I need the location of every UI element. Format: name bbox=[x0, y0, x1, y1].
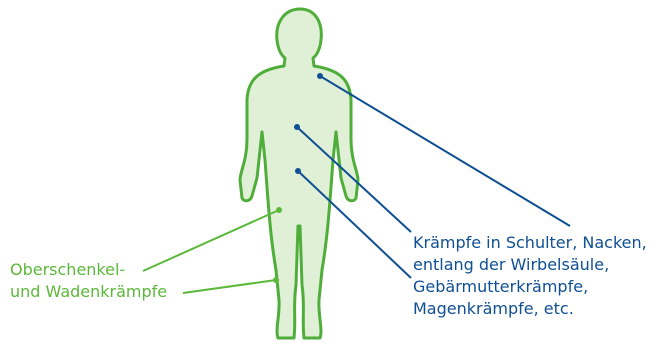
stomach-marker-dot bbox=[295, 168, 301, 174]
leg-cramps-label: Oberschenkel- und Wadenkrämpfe bbox=[10, 259, 167, 303]
leg-cramps-line-1: Oberschenkel- bbox=[10, 259, 167, 281]
torso-cramps-line-4: Magenkrämpfe, etc. bbox=[413, 298, 647, 320]
calf-leader-line bbox=[183, 280, 276, 293]
torso-cramps-line-3: Gebärmutterkrämpfe, bbox=[413, 276, 647, 298]
torso-cramps-line-2: entlang der Wirbelsäule, bbox=[413, 254, 647, 276]
shoulder-leader-line bbox=[320, 76, 570, 226]
calf-marker-dot bbox=[273, 277, 279, 283]
spine-marker-dot bbox=[294, 124, 300, 130]
shoulder-marker-dot bbox=[317, 73, 323, 79]
torso-cramps-line-1: Krämpfe in Schulter, Nacken, bbox=[413, 232, 647, 254]
thigh-marker-dot bbox=[276, 207, 282, 213]
leg-cramps-line-2: und Wadenkrämpfe bbox=[10, 281, 167, 303]
torso-cramps-label: Krämpfe in Schulter, Nacken, entlang der… bbox=[413, 232, 647, 320]
